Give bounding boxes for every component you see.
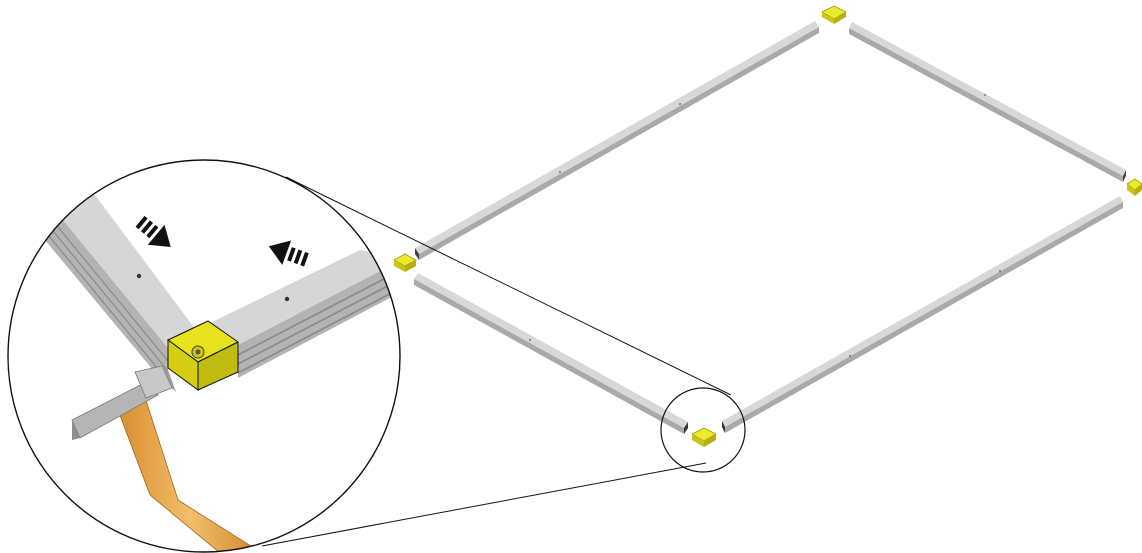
corner-connector-right [1126, 178, 1142, 196]
magnifier-callout [261, 176, 746, 547]
detail-corner-connector [167, 320, 239, 391]
rail-top-left [415, 21, 819, 260]
rail-top-right [849, 22, 1126, 182]
push-arrow-icon [135, 215, 171, 247]
rail-dots [529, 94, 1001, 357]
rail-bottom-left [414, 273, 688, 434]
corner-connector-bottom [691, 427, 717, 447]
push-arrow-icon [268, 240, 309, 267]
hammer-icon [71, 365, 264, 552]
rail-bottom-right [722, 196, 1123, 433]
frame [393, 5, 1142, 447]
corner-connector-top [821, 5, 847, 24]
corner-connector-left [393, 253, 417, 272]
detail-rail-left [30, 180, 196, 388]
detail-rail-right [210, 250, 400, 378]
detail-view [7, 159, 401, 553]
